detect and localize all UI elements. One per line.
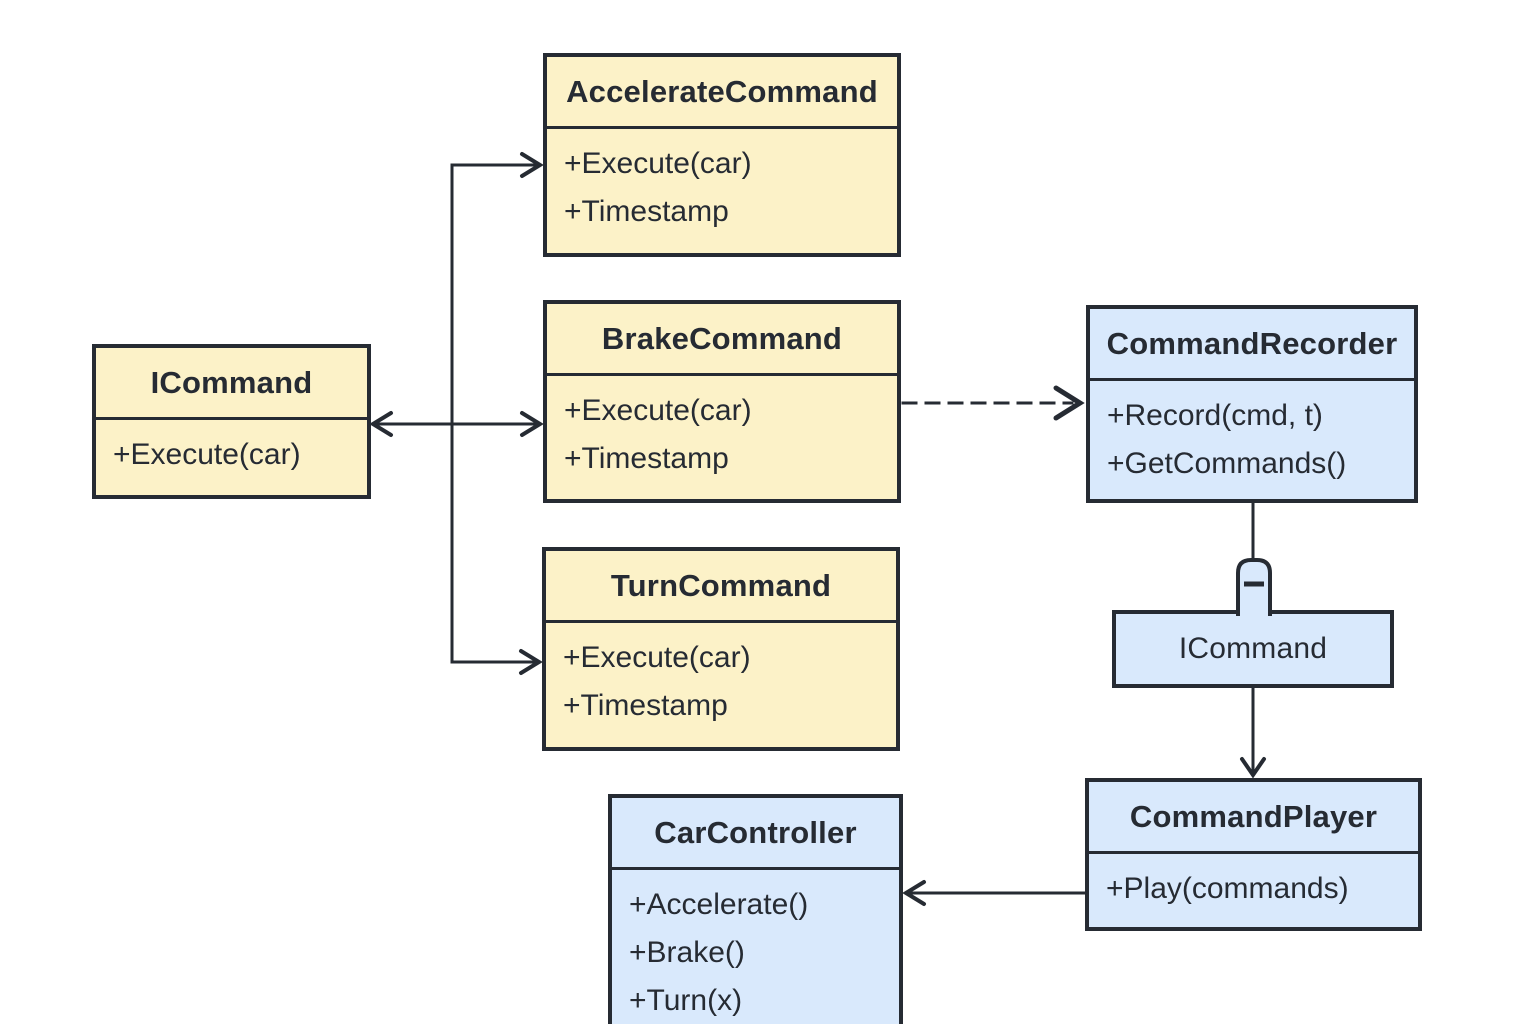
- class-title: CarController: [612, 798, 899, 870]
- class-member: +Timestamp: [563, 689, 728, 722]
- class-box-brake-command: BrakeCommand +Execute(car) +Timestamp: [543, 300, 901, 503]
- class-members: +Accelerate() +Brake() +Turn(x): [612, 870, 899, 1024]
- class-title: ICommand: [1178, 632, 1328, 665]
- class-members: +Play(commands): [1089, 854, 1418, 913]
- interface-capsule-icon: [1236, 558, 1272, 616]
- class-member: +Accelerate(): [629, 888, 809, 921]
- class-members: +Execute(car) +Timestamp: [546, 623, 896, 730]
- class-members: +Execute(car): [96, 420, 367, 479]
- class-member: +Execute(car): [564, 147, 752, 180]
- class-title: AccelerateCommand: [547, 57, 897, 129]
- arrowhead-accelerate-icon: [520, 152, 544, 178]
- arrowhead-recorder-icon: [1053, 385, 1085, 421]
- class-members: +Execute(car) +Timestamp: [547, 129, 897, 236]
- class-title: CommandRecorder: [1090, 309, 1414, 381]
- class-member: +Turn(x): [629, 984, 743, 1017]
- class-members: +Execute(car) +Timestamp: [547, 376, 897, 483]
- class-member: +Timestamp: [564, 442, 729, 475]
- class-member: +Execute(car): [564, 394, 752, 427]
- class-member: +Execute(car): [563, 641, 751, 674]
- arrowhead-carcontroller-icon: [902, 880, 926, 906]
- arrowhead-brake-icon: [520, 411, 544, 437]
- class-title: TurnCommand: [546, 551, 896, 623]
- class-box-car-controller: CarController +Accelerate() +Brake() +Tu…: [608, 794, 903, 1024]
- class-member: +Brake(): [629, 936, 745, 969]
- arrowhead-turn-icon: [519, 649, 543, 675]
- capsule-shape: [1236, 558, 1272, 616]
- class-member: +Execute(car): [113, 438, 301, 471]
- class-box-accelerate-command: AccelerateCommand +Execute(car) +Timesta…: [543, 53, 901, 257]
- arrowhead-player-icon: [1240, 757, 1266, 779]
- class-title: ICommand: [96, 348, 367, 420]
- class-member: +Play(commands): [1106, 872, 1349, 905]
- interface-box-icommand: ICommand: [1112, 610, 1394, 688]
- class-box-icommand: ICommand +Execute(car): [92, 344, 371, 499]
- class-title: CommandPlayer: [1089, 782, 1418, 854]
- arrowhead-icommand-icon: [369, 411, 393, 437]
- class-member: +GetCommands(): [1107, 447, 1347, 480]
- class-box-turn-command: TurnCommand +Execute(car) +Timestamp: [542, 547, 900, 751]
- class-box-command-recorder: CommandRecorder +Record(cmd, t) +GetComm…: [1086, 305, 1418, 503]
- class-title: BrakeCommand: [547, 304, 897, 376]
- class-member: +Record(cmd, t): [1107, 399, 1323, 432]
- class-member: +Timestamp: [564, 195, 729, 228]
- class-members: +Record(cmd, t) +GetCommands(): [1090, 381, 1414, 488]
- class-box-command-player: CommandPlayer +Play(commands): [1085, 778, 1422, 931]
